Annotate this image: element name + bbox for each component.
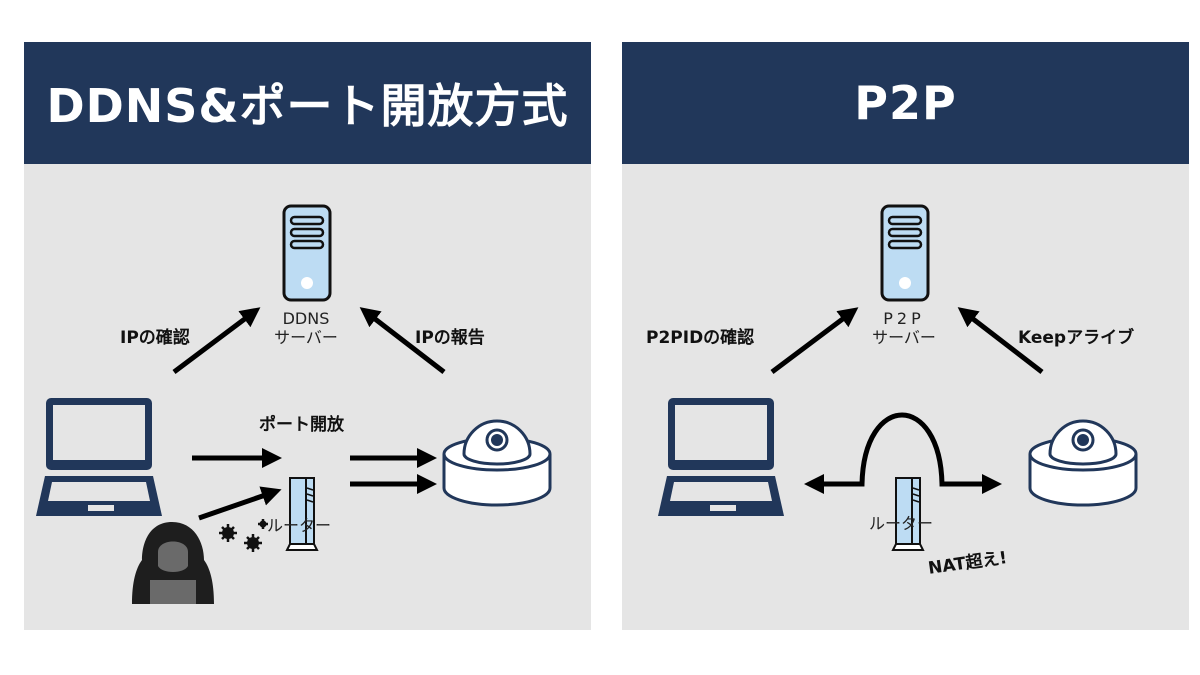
server-icon [282,204,332,302]
gear-teeth [219,519,268,552]
arrow-p2pid-check [770,307,859,374]
nat-traversal-arrow [804,412,1002,494]
p2p-server-label-line2: サーバー [872,328,936,347]
p2p-server-label-line1: P2P [883,309,925,328]
router-icon [285,477,319,551]
p2p-panel: P2P [622,42,1189,630]
ddns-panel: DDNS&ポート開放方式 [24,42,591,630]
laptop-icon [658,398,784,516]
p2p-panel-header: P2P [622,42,1189,164]
keepalive-label: Keepアライブ [1018,328,1135,348]
ip-report-label: IPの報告 [415,328,485,348]
p2p-server-label: P2P サーバー [868,309,940,347]
ddns-server-label-line1: DDNS [282,309,330,328]
arrow-ip-check [172,307,261,374]
router-icon [891,477,925,551]
ip-check-label: IPの確認 [120,328,190,348]
p2p-panel-title: P2P [854,76,957,130]
router-label: ルーター [267,516,332,535]
server-icon [880,204,930,302]
ddns-panel-title: DDNS&ポート開放方式 [46,79,569,133]
arrow-hacker-router [198,486,282,521]
port-open-label: ポート開放 [259,415,344,435]
ddns-server-label-line2: サーバー [274,328,338,347]
router-label: ルーター [869,514,934,533]
hacker-icon [132,522,214,604]
arrow-keepalive [957,307,1044,374]
arrow-ip-report [359,307,446,374]
dome-camera-icon [442,419,552,507]
dome-camera-icon [1028,419,1138,507]
p2pid-check-label: P2PIDの確認 [646,328,755,348]
ddns-server-label: DDNS サーバー [270,309,342,347]
ddns-panel-header: DDNS&ポート開放方式 [24,42,591,164]
p2p-diagram [658,204,1138,551]
ddns-diagram [36,204,552,604]
laptop-icon [36,398,162,516]
